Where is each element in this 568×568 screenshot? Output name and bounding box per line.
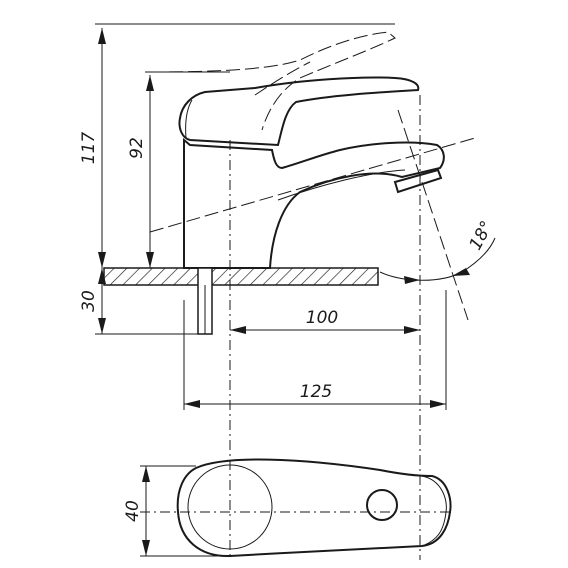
spout-axis-line — [149, 137, 476, 233]
faucet-plan-view — [176, 458, 452, 558]
dim-label-100: 100 — [306, 308, 338, 328]
plan-body-outline — [176, 458, 452, 558]
dimension-angle: 18° — [379, 218, 498, 284]
lever-raised-outline — [149, 31, 396, 131]
dimension-125: 125 — [183, 290, 447, 410]
center-lines — [140, 95, 450, 560]
dim-label-117: 117 — [79, 132, 99, 165]
dim-label-92: 92 — [127, 137, 147, 159]
dimension-100: 100 — [230, 308, 420, 334]
dim-label-30: 30 — [79, 290, 99, 312]
lever-edge-line — [185, 99, 193, 139]
faucet-body — [183, 137, 445, 269]
deck-section — [103, 267, 379, 335]
faucet-side-view — [149, 31, 476, 321]
dimension-30: 30 — [79, 268, 198, 335]
dimension-40: 40 — [123, 465, 230, 557]
dim-label-125: 125 — [300, 382, 332, 402]
spout-inner-line — [277, 169, 406, 201]
dimension-117: 117 — [79, 23, 395, 268]
aerator-axis-line — [397, 109, 469, 321]
lever-raised-inner — [254, 61, 311, 96]
lever-handle — [178, 76, 420, 147]
deck-plate — [103, 267, 379, 286]
dim-label-angle: 18° — [466, 218, 498, 254]
plan-spout-tip — [421, 475, 447, 547]
aerator — [393, 168, 443, 194]
plan-aerator-circle — [366, 489, 398, 521]
dim-label-40: 40 — [123, 500, 143, 522]
plan-base-circle — [187, 464, 273, 550]
dimension-92: 92 — [127, 71, 230, 268]
